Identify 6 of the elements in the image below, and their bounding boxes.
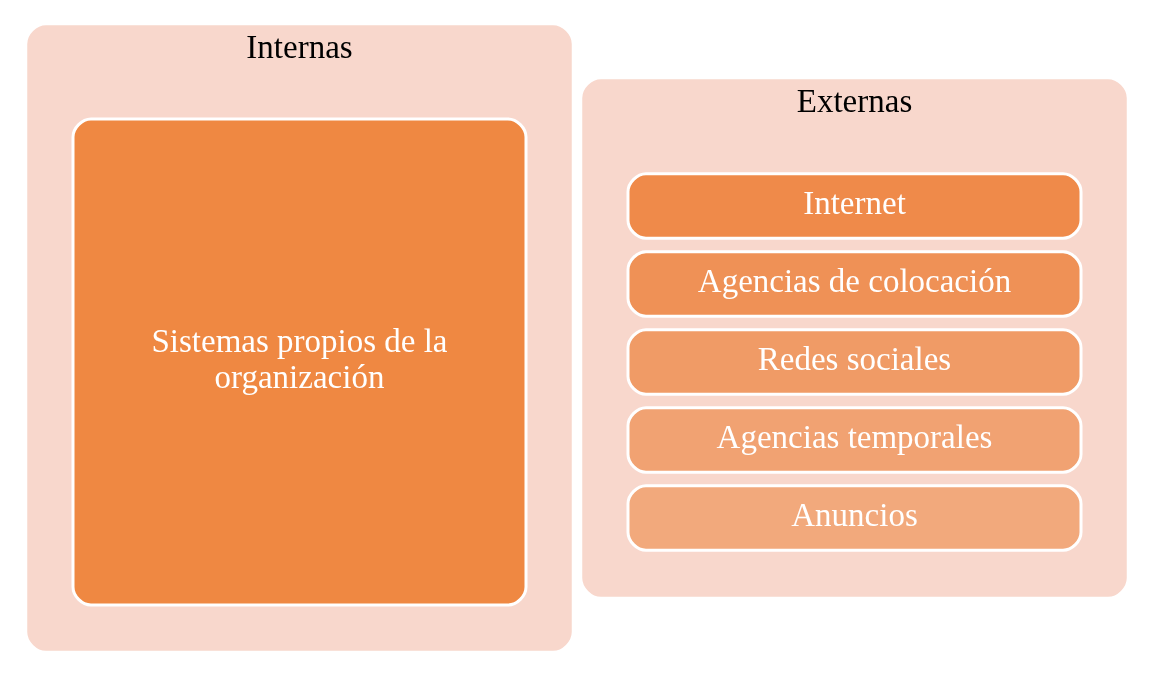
node-box: Agencias de colocación: [626, 250, 1083, 318]
node-box: Internet: [626, 172, 1083, 240]
node-box: Agencias temporales: [626, 406, 1083, 474]
node-box: Sistemas propios de la organización: [71, 117, 528, 607]
node-box: Redes sociales: [626, 328, 1083, 396]
node-box: Anuncios: [626, 484, 1083, 552]
